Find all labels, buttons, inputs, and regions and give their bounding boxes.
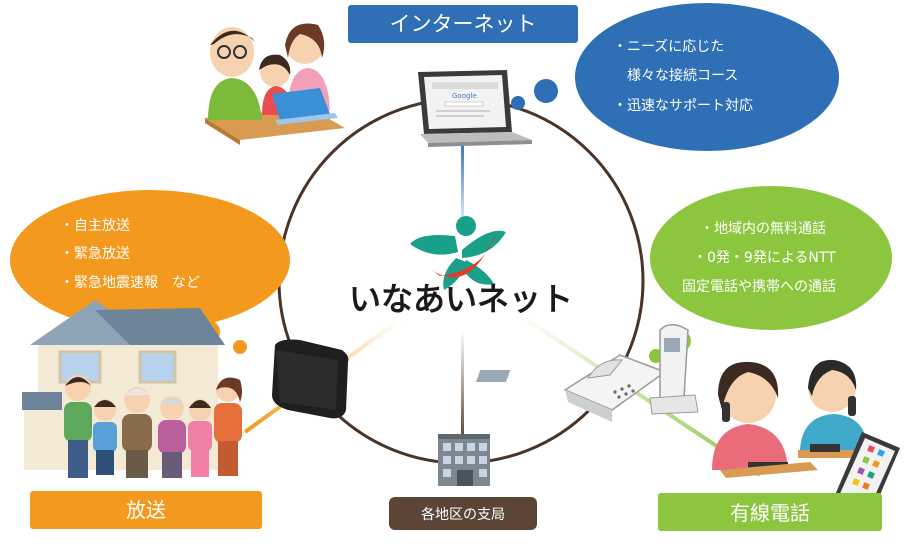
family-computer-illustration <box>205 23 345 145</box>
internet-label-text: インターネット <box>390 12 537 36</box>
browser-search-text: Google <box>452 92 477 100</box>
spoke-internet <box>461 140 464 235</box>
telephone-illustration <box>475 323 699 422</box>
broadcast-label-text: 放送 <box>126 498 166 522</box>
phone-bubble-text: ・地域内の無料通話 ・0発・9発によるNTT 固定電話や携帯への通話 <box>682 220 836 295</box>
phone-label <box>658 493 882 531</box>
internet-bubble <box>511 3 839 151</box>
spoke-branch <box>461 330 464 440</box>
branch-label <box>389 497 537 530</box>
internet-bubble-line: ・ニーズに応じた <box>613 39 724 55</box>
internet-bubble-line: ・迅速なサポート対応 <box>613 98 753 114</box>
speaker-illustration <box>272 339 349 419</box>
phone-label-text: 有線電話 <box>730 501 810 525</box>
broadcast-bubble-text: ・自主放送 ・緊急放送 ・緊急地震速報 など <box>60 218 200 291</box>
internet-bubble-text: ・ニーズに応じた 様々な接続コース ・迅速なサポート対応 <box>613 39 753 114</box>
phone-bubble-line: ・地域内の無料通話 <box>700 220 826 237</box>
phone-bubble-line: 固定電話や携帯への通話 <box>682 278 836 295</box>
house-family-illustration <box>22 300 242 478</box>
broadcast-label <box>30 491 262 529</box>
logo-mark <box>410 216 506 290</box>
building-illustration <box>438 434 490 486</box>
phone-bubble-line: ・0発・9発によるNTT <box>693 250 836 266</box>
broadcast-bubble-line: ・緊急放送 <box>60 246 130 262</box>
internet-label <box>348 5 578 43</box>
laptop-illustration: Google <box>418 70 532 147</box>
logo-text: いなあいネット <box>349 280 573 318</box>
broadcast-bubble-line: ・自主放送 <box>60 218 130 234</box>
internet-bubble-line: 様々な接続コース <box>613 67 738 84</box>
broadcast-bubble-line: ・緊急地震速報 など <box>60 275 200 291</box>
branch-label-text: 各地区の支局 <box>421 507 505 523</box>
people-on-phone-illustration <box>712 359 880 478</box>
